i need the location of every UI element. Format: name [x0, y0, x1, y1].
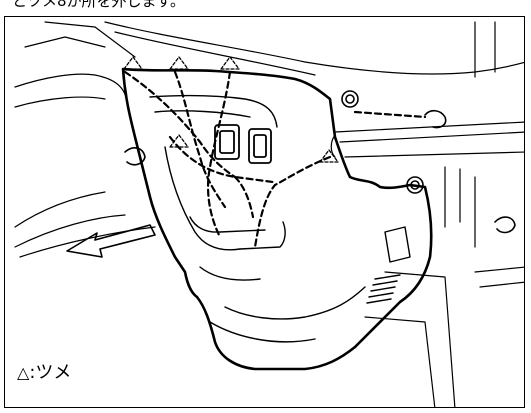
panel-details: [149, 94, 366, 343]
legend-separator: :: [29, 362, 36, 383]
glovebox: [330, 121, 524, 407]
diagram-frame: △:ツメ: [4, 16, 525, 408]
lower-panel-outline: [121, 67, 433, 371]
clip-dashes: [123, 70, 427, 249]
clip-triangles: [123, 56, 339, 163]
legend: △:ツメ: [17, 358, 71, 384]
triangle-clip-icon: △: [17, 363, 30, 382]
dashboard-top: [104, 21, 524, 78]
fasteners: [124, 90, 516, 234]
pedal-area: [366, 226, 411, 304]
direction-arrow: [66, 224, 156, 258]
caption-text: とツメ8か所を外します。: [12, 0, 186, 10]
legend-label: ツメ: [35, 362, 72, 383]
dashboard-illustration: [14, 21, 524, 407]
switch-blocks: [214, 124, 272, 164]
